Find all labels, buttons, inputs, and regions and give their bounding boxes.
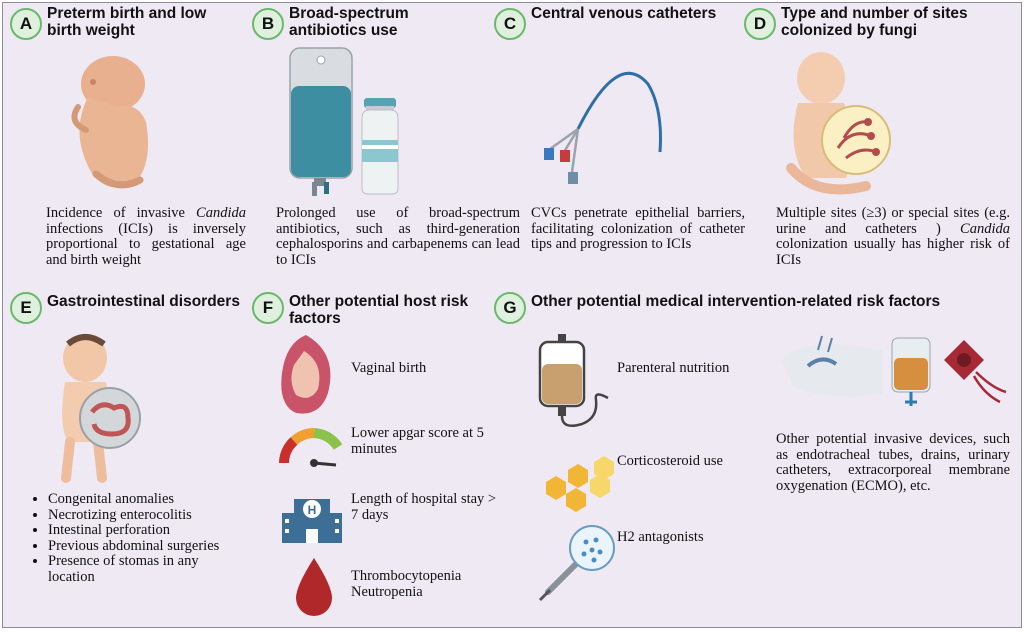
panel-a-badge: A	[10, 8, 42, 40]
panel-a-title: Preterm birth and low birth weight	[47, 5, 207, 39]
panel-f-item-hospital-stay: Length of hospital stay > 7 days	[351, 491, 497, 523]
panel-d-badge: D	[744, 8, 776, 40]
panel-d-desc-part2: colonization usually has higher risk of …	[776, 236, 1010, 268]
iv-bag-and-vial-illustration	[289, 47, 399, 196]
panel-b-badge: B	[252, 8, 284, 40]
panel-d-description: Multiple sites (≥3) or special sites (e.…	[776, 205, 1010, 268]
panel-c-badge: C	[494, 8, 526, 40]
panel-f-item-blood-disorders: Thrombocytopenia Neutropenia	[351, 568, 462, 600]
hospital-icon: H	[282, 499, 342, 543]
panel-f-item-apgar: Lower apgar score at 5 minutes	[351, 425, 484, 457]
infant-fungi-illustration	[786, 52, 891, 195]
panel-b-description: Prolonged use of broad-spectrum antibiot…	[276, 205, 520, 268]
svg-text:H: H	[308, 503, 317, 517]
panel-e-item: Intestinal perforation	[48, 522, 238, 539]
corticosteroid-hexagons-icon	[546, 456, 614, 512]
blood-drop-icon	[296, 558, 332, 616]
panel-a-desc-italic: Candida	[196, 205, 246, 221]
panel-g-title: Other potential medical intervention-rel…	[531, 293, 941, 310]
panel-e-list: Congenital anomalies Necrotizing enteroc…	[30, 491, 238, 585]
panel-a-description: Incidence of invasive Candida infections…	[46, 205, 246, 268]
fetus-illustration	[71, 56, 149, 189]
child-intestine-illustration	[61, 334, 141, 483]
apgar-gauge-icon	[279, 428, 343, 467]
panel-d-title: Type and number of sites colonized by fu…	[781, 5, 968, 39]
panel-g-item-corticosteroid: Corticosteroid use	[617, 453, 723, 469]
panel-d-desc-italic: Candida	[960, 220, 1010, 237]
central-venous-catheter-illustration	[544, 71, 662, 184]
h2-antagonist-syringe-icon	[538, 525, 615, 602]
panel-g-item-h2-antagonists: H2 antagonists	[617, 529, 704, 545]
panel-f-item-vaginal-birth: Vaginal birth	[351, 360, 427, 376]
invasive-devices-illustration	[782, 335, 1007, 406]
panel-g-item-parenteral-nutrition: Parenteral nutrition	[617, 360, 730, 376]
panel-e-item: Previous abdominal surgeries	[48, 538, 238, 555]
panel-d-desc-part1: Multiple sites (≥3) or special sites (e.…	[776, 205, 1010, 237]
panel-a-desc-part1: Incidence of invasive	[46, 205, 197, 221]
panel-f-title: Other potential host risk factors	[289, 293, 469, 327]
panel-e-badge: E	[10, 292, 42, 324]
panel-e-item: Necrotizing enterocolitis	[48, 507, 238, 524]
panel-e-item: Presence of stomas in any location	[48, 553, 238, 585]
panel-e-title: Gastrointestinal disorders	[47, 293, 240, 310]
parenteral-nutrition-icon	[538, 334, 609, 427]
panel-b-title: Broad-spectrum antibiotics use	[289, 5, 409, 39]
panel-c-description: CVCs penetrate epithelial barriers, faci…	[531, 205, 745, 252]
vaginal-birth-icon	[281, 335, 331, 414]
panel-g-devices-description: Other potential invasive devices, such a…	[776, 431, 1010, 494]
panel-g-badge: G	[494, 292, 526, 324]
panel-f-badge: F	[252, 292, 284, 324]
panel-c-title: Central venous catheters	[531, 5, 717, 22]
panel-a-desc-part2: infections (ICIs) is inversely proportio…	[46, 220, 246, 268]
panel-e-item: Congenital anomalies	[48, 491, 238, 508]
